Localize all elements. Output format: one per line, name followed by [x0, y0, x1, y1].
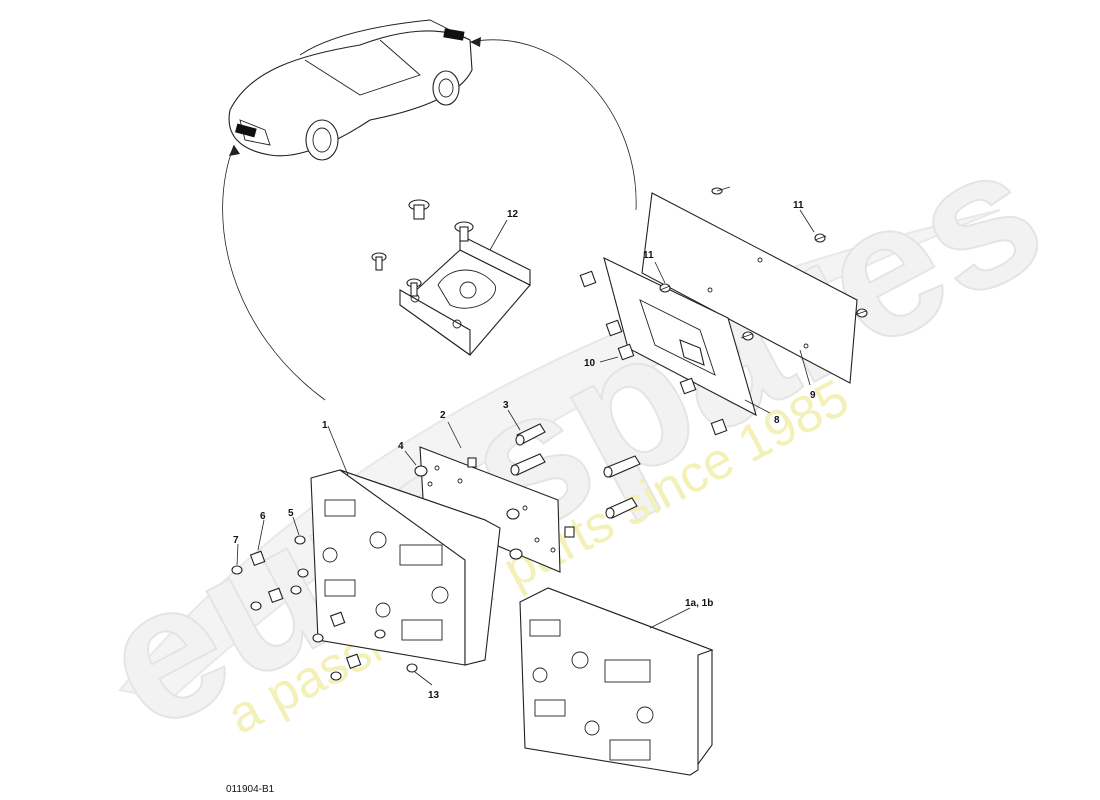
bolt [408, 199, 430, 220]
spacer [605, 497, 638, 519]
callout-labels: 1 1a, 1b 2 3 4 5 6 7 8 9 10 11 11 12 13 [233, 200, 816, 701]
callout-6: 6 [260, 511, 266, 522]
part-11-screws [654, 186, 868, 341]
part-1-plinth [310, 425, 501, 666]
screw [854, 308, 868, 318]
callout-9: 9 [810, 390, 816, 401]
diagram-reference-code: 011904-B1 [226, 784, 275, 795]
spacer [603, 455, 641, 478]
part-8-frame [603, 256, 771, 417]
callout-13: 13 [428, 690, 440, 701]
part-12-bracket [371, 199, 531, 357]
screw [740, 331, 754, 341]
screw [711, 186, 731, 195]
spacer [515, 423, 546, 446]
callout-8: 8 [774, 415, 780, 426]
bolt [454, 221, 474, 242]
callout-1: 1 [322, 420, 328, 431]
part-10-clips [579, 270, 728, 436]
part-3-spacers [507, 409, 641, 519]
part-1a-1b-plinth [519, 587, 714, 776]
callout-4: 4 [398, 441, 404, 452]
bolt [371, 252, 387, 271]
callout-12: 12 [507, 209, 519, 220]
callout-7: 7 [233, 535, 239, 546]
callout-2: 2 [440, 410, 446, 421]
small-fixings [231, 516, 433, 686]
callout-11-right: 11 [793, 200, 804, 211]
part-2-mounting-plate [419, 421, 575, 573]
screw [814, 233, 827, 243]
part-9-plate [641, 192, 858, 386]
callout-1a-1b: 1a, 1b [685, 598, 713, 609]
screw [659, 283, 671, 293]
car-illustration [228, 19, 473, 161]
callout-10: 10 [584, 358, 596, 369]
callout-5: 5 [288, 508, 294, 519]
callout-11-left: 11 [643, 250, 654, 261]
bolt [406, 278, 422, 297]
callout-3: 3 [503, 400, 509, 411]
car-leader-lines [222, 37, 637, 401]
spacer [510, 453, 546, 476]
